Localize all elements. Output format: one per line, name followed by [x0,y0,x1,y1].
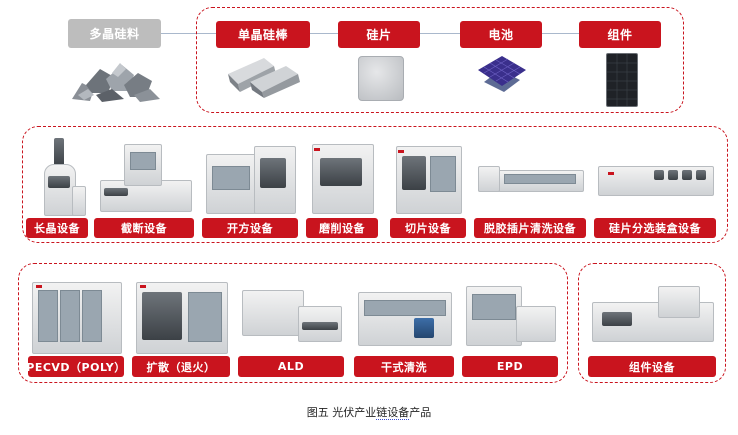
equipment-label-ald: ALD [238,356,344,377]
equipment-label-diffusion: 扩散（退火） [132,356,230,377]
main-product-chain-group [196,7,684,113]
slicing-machine-image [390,136,466,218]
equipment-label-degumming-cleaning: 脱胶插片清洗设备 [474,218,586,238]
equipment-label-squaring: 开方设备 [202,218,298,238]
pecvd-machine-image [28,276,124,356]
ald-machine-image [238,276,344,356]
equipment-label-grinding: 磨削设备 [306,218,378,238]
figure-caption: 图五 光伏产业链设备产品 [0,404,738,420]
degumming-cleaning-line-image [474,136,586,218]
wafer-equipment-group [22,126,728,243]
equipment-label-crystal-growing: 长晶设备 [26,218,88,238]
equipment-label-module: 组件设备 [588,356,716,377]
equipment-label-wafer-sorting: 硅片分选装盒设备 [594,218,716,238]
chain-label-module: 组件 [579,21,661,48]
raw-material-label: 多晶硅料 [68,19,161,48]
dry-cleaning-machine-image [354,276,454,356]
equipment-label-slicing: 切片设备 [390,218,466,238]
silicon-ingot-icon [224,52,304,100]
chain-label-cell: 电池 [460,21,542,48]
epd-machine-image [462,276,558,356]
equipment-label-dry-cleaning: 干式清洗 [354,356,454,377]
wafer-icon [358,56,404,101]
module-equipment-image [588,276,716,356]
grinding-machine-image [306,136,378,218]
solar-module-icon [606,53,638,107]
caption-underlined: 链设备 [376,406,410,420]
caption-suffix: 产品 [409,406,432,419]
solar-cell-icon [474,52,530,104]
crystal-growing-furnace-image [34,136,86,218]
chain-label-ingot: 单晶硅棒 [216,21,310,48]
squaring-machine-image [202,136,298,218]
polysilicon-chunks-image [68,55,164,103]
cropping-machine-image [94,136,194,218]
caption-prefix: 图五 光伏产业 [306,406,377,419]
equipment-label-cropping: 截断设备 [94,218,194,238]
module-equipment-group [578,263,726,383]
diffusion-furnace-image [132,276,230,356]
equipment-label-epd: EPD [462,356,558,377]
chain-label-wafer: 硅片 [338,21,420,48]
cell-equipment-group [18,263,568,383]
wafer-sorting-machine-image [594,136,716,218]
equipment-label-pecvd: PECVD（POLY） [26,356,125,377]
